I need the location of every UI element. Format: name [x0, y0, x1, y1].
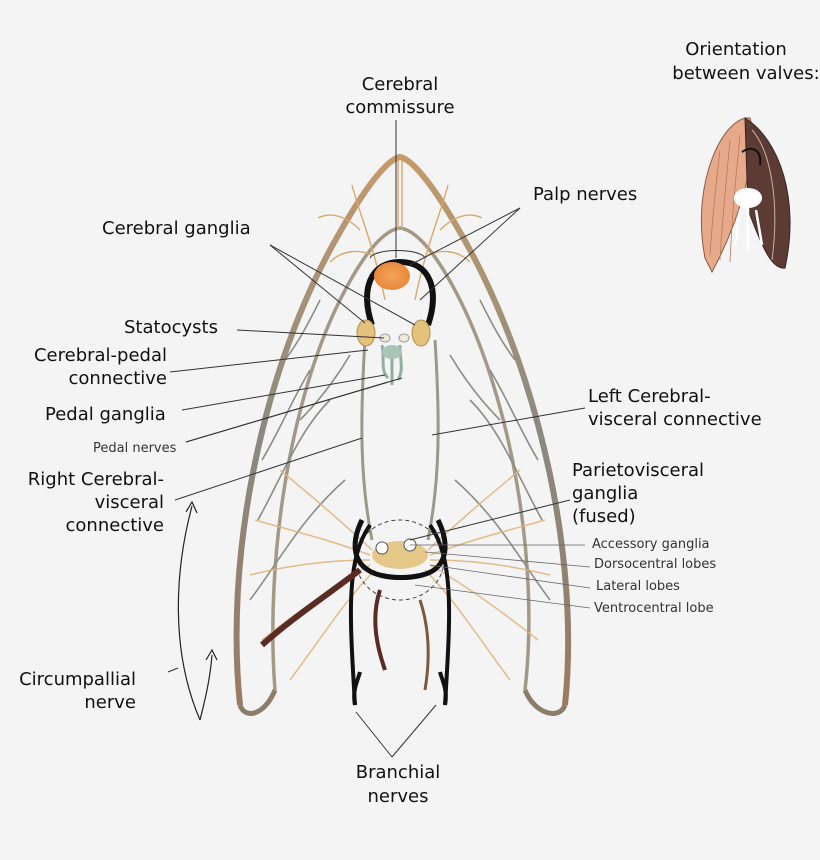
svg-text:(fused): (fused)	[572, 506, 636, 527]
svg-text:ganglia: ganglia	[572, 483, 638, 504]
orientation-inset-shell	[700, 117, 791, 274]
cerebral-ganglion-left	[356, 319, 376, 347]
leader-lines	[167, 120, 591, 758]
label-dorsocentral-lobes: Dorsocentral lobes	[594, 557, 716, 572]
svg-text:visceral connective: visceral connective	[588, 409, 762, 430]
pallial-branches-left	[249, 299, 351, 601]
svg-text:between valves:: between valves:	[672, 63, 819, 84]
label-orientation: Orientation between valves:	[672, 39, 819, 84]
svg-text:Branchial: Branchial	[356, 762, 441, 783]
svg-text:Cerebral: Cerebral	[362, 74, 439, 95]
label-left-cerebral-visceral: Left Cerebral- visceral connective	[588, 386, 762, 430]
cerebral-ganglion-right	[411, 319, 431, 347]
label-pedal-nerves: Pedal nerves	[93, 441, 177, 456]
label-cerebral-ganglia: Cerebral ganglia	[102, 218, 251, 239]
cerebral-commissure	[364, 258, 436, 326]
svg-text:Cerebral-pedal: Cerebral-pedal	[34, 345, 167, 366]
label-right-cerebral-visceral: Right Cerebral- visceral connective	[28, 469, 164, 536]
label-lateral-lobes: Lateral lobes	[596, 579, 680, 594]
label-accessory-ganglia: Accessory ganglia	[592, 537, 710, 552]
cerebral-visceral-connectives	[360, 339, 440, 541]
svg-text:connective: connective	[66, 515, 164, 536]
svg-text:Circumpallial: Circumpallial	[19, 669, 136, 690]
label-statocysts: Statocysts	[124, 317, 218, 338]
label-parietovisceral-ganglia: Parietovisceral ganglia (fused)	[572, 460, 704, 527]
svg-text:Right Cerebral-: Right Cerebral-	[28, 469, 164, 490]
pallial-branches-right	[449, 299, 551, 601]
svg-text:nerve: nerve	[84, 692, 136, 713]
label-ventrocentral-lobe: Ventrocentral lobe	[594, 601, 714, 616]
svg-text:commissure: commissure	[345, 97, 454, 118]
svg-text:Parietovisceral: Parietovisceral	[572, 460, 704, 481]
svg-text:connective: connective	[69, 368, 167, 389]
label-circumpallial-nerve: Circumpallial nerve	[19, 669, 136, 713]
label-cerebral-pedal-connective: Cerebral-pedal connective	[34, 345, 167, 389]
label-palp-nerves: Palp nerves	[533, 184, 637, 205]
svg-text:visceral: visceral	[95, 492, 164, 513]
svg-text:nerves: nerves	[368, 786, 429, 807]
label-cerebral-commissure: Cerebral commissure	[345, 74, 454, 118]
statocyst-glow	[374, 262, 410, 290]
pedal-ganglia	[380, 344, 403, 385]
rotation-arrow	[177, 500, 218, 721]
parietovisceral-ganglia	[352, 518, 448, 601]
svg-text:Orientation: Orientation	[685, 39, 787, 60]
svg-text:Left Cerebral-: Left Cerebral-	[588, 386, 711, 407]
statocyst-right	[398, 333, 410, 343]
label-branchial-nerves: Branchial nerves	[356, 762, 441, 807]
branchial-nerves	[260, 523, 452, 706]
circumpallial-nerve-loop	[233, 153, 572, 716]
label-pedal-ganglia: Pedal ganglia	[45, 404, 166, 425]
